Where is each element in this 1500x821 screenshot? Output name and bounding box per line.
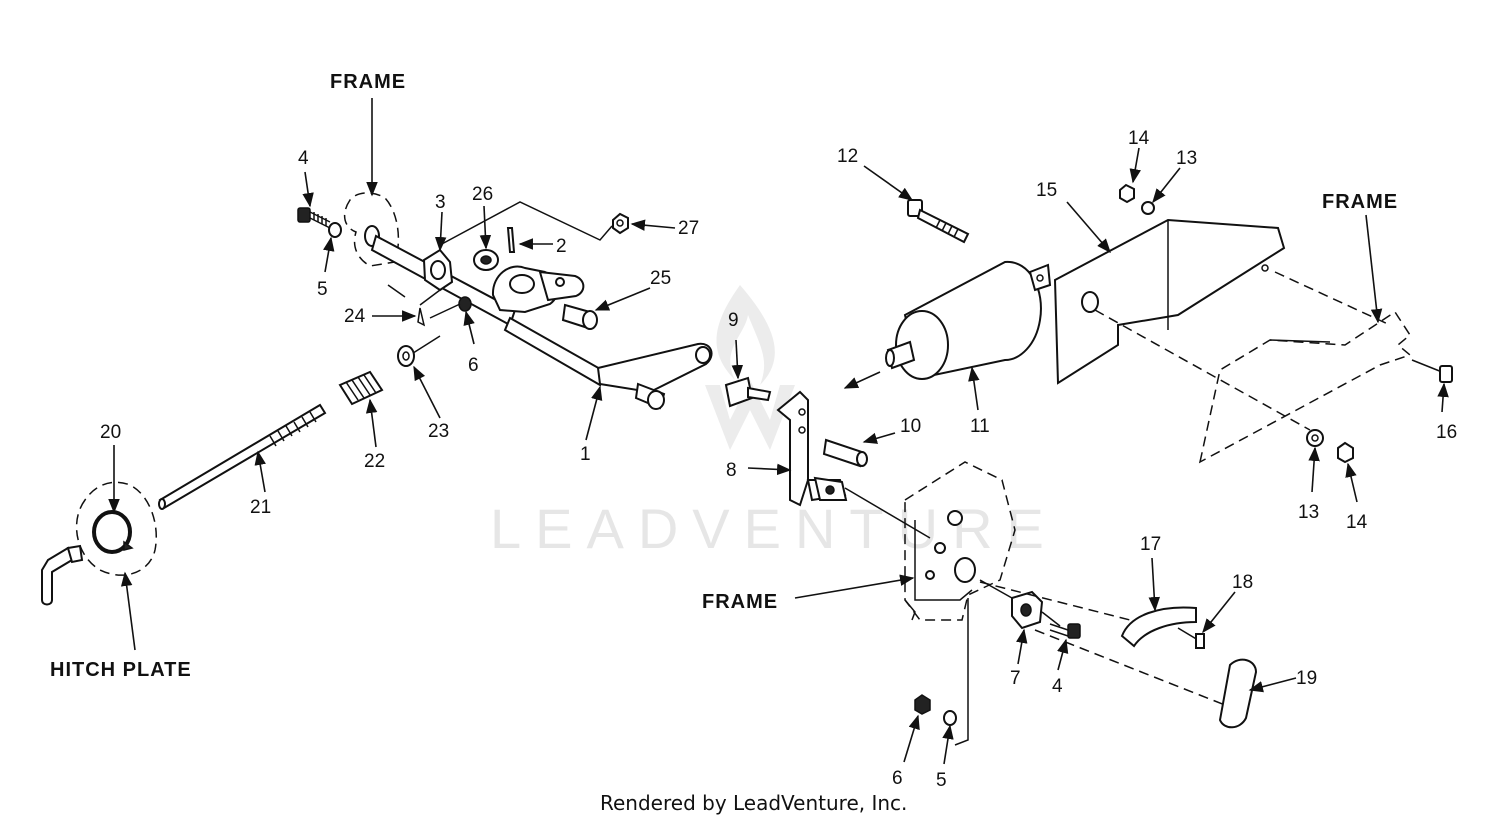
- part-27-nut: [612, 212, 629, 235]
- frame-labels: FRAME FRAME FRAME HITCH PLATE: [50, 71, 1398, 681]
- part-9-clip: [724, 376, 772, 408]
- callout-19: 19: [1296, 668, 1317, 689]
- part-3-flange: [422, 248, 454, 292]
- callout-7: 7: [1010, 668, 1021, 689]
- callout-6-bottom: 6: [892, 768, 903, 789]
- part-19-handle: [1218, 658, 1258, 729]
- part-15-bracket: [1053, 218, 1286, 385]
- part-12-bolt: [907, 199, 970, 244]
- part-18-screw: [1177, 627, 1205, 649]
- callout-16: 16: [1436, 422, 1457, 443]
- callout-5-bottom: 5: [936, 770, 947, 791]
- part-6-nut-top: [458, 296, 472, 312]
- callout-3: 3: [435, 192, 446, 213]
- callout-5-top: 5: [317, 279, 328, 300]
- callout-20: 20: [100, 422, 121, 443]
- callout-1: 1: [580, 444, 591, 465]
- assembly-lines-left: [387, 201, 613, 356]
- part-6-nut-bottom: [914, 694, 931, 715]
- part-5-washer-bottom: [943, 710, 957, 726]
- callout-17: 17: [1140, 534, 1161, 555]
- frame-edge-right: [1269, 339, 1331, 343]
- callout-6-top: 6: [468, 355, 479, 376]
- callout-8: 8: [726, 460, 737, 481]
- callout-11: 11: [970, 416, 990, 437]
- part-switch: [813, 476, 848, 501]
- part-11-motor: [885, 260, 1052, 380]
- callout-numbers: 1 2 3 4 4 5 5 6 6 7 8 9 10 11 12 13 13 1…: [100, 128, 1457, 791]
- part-4-bolt-bottom: [1049, 623, 1081, 639]
- frame-label-right: FRAME: [1322, 191, 1398, 213]
- callout-14-top: 14: [1128, 128, 1150, 149]
- part-2-pin: [506, 227, 516, 253]
- callout-4-bottom: 4: [1052, 676, 1063, 697]
- part-25-pin: [561, 303, 598, 330]
- callout-9: 9: [728, 310, 739, 331]
- part-20-ring: [92, 510, 134, 554]
- part-10-pin: [822, 438, 868, 468]
- part-24-cotter: [417, 307, 426, 327]
- leader-lines: [108, 98, 1449, 765]
- part-23-washer: [397, 345, 415, 367]
- callout-23: 23: [428, 421, 449, 442]
- callout-13-top: 13: [1176, 148, 1197, 169]
- assembly-lines-center: [844, 487, 1061, 746]
- credit-text: Rendered by LeadVenture, Inc.: [600, 791, 907, 815]
- part-14-nut-top: [1119, 183, 1135, 204]
- part-16-bolt: [1411, 359, 1453, 383]
- part-14-nut-bottom: [1337, 441, 1354, 464]
- part-5-washer-top: [328, 222, 342, 238]
- watermark-text: LEADVENTURE: [490, 497, 1058, 560]
- frame-outline-right: [1198, 310, 1412, 464]
- callout-25: 25: [650, 268, 671, 289]
- callout-10: 10: [900, 416, 921, 437]
- part-hitch-pin: [41, 544, 84, 606]
- callout-27: 27: [678, 218, 699, 239]
- callout-21: 21: [250, 497, 271, 518]
- callout-2: 2: [556, 236, 567, 257]
- frame-label-top-left: FRAME: [330, 71, 406, 93]
- frame-label-hitch-plate: HITCH PLATE: [50, 659, 192, 681]
- callout-26: 26: [472, 184, 493, 205]
- callout-18: 18: [1232, 572, 1253, 593]
- callout-15: 15: [1036, 180, 1057, 201]
- part-4-bolt-top: [297, 207, 331, 229]
- part-26-washer: [473, 249, 499, 271]
- callout-14-bottom: 14: [1346, 512, 1368, 533]
- part-13-washer-bottom: [1306, 429, 1324, 447]
- frame-label-bottom: FRAME: [702, 591, 778, 613]
- part-21-rod: [158, 403, 327, 510]
- callout-4-top: 4: [298, 148, 309, 169]
- callout-12: 12: [837, 146, 858, 167]
- part-17-cover: [1120, 606, 1197, 648]
- callout-13-bottom: 13: [1298, 502, 1319, 523]
- callout-22: 22: [364, 451, 385, 472]
- part-22-spring: [338, 370, 384, 406]
- frame-outline-hitch-plate: [75, 481, 157, 576]
- part-13-washer-top: [1141, 201, 1155, 215]
- callout-24: 24: [344, 306, 366, 327]
- frame-plate-bottom: [904, 461, 1016, 621]
- direction-arrow: [843, 371, 881, 389]
- part-bracket-assembly: [491, 265, 585, 314]
- watermark: LEADVENTURE: [490, 285, 1058, 560]
- part-7-plate: [1011, 590, 1044, 630]
